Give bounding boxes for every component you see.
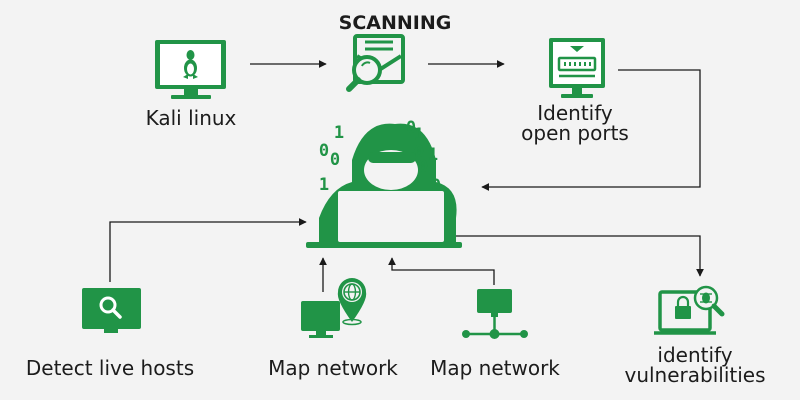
bit-digit: 0	[414, 142, 424, 162]
bit-digit: 0	[319, 141, 329, 161]
bit-digit: 1	[319, 175, 329, 195]
bit-digit: 0	[406, 118, 416, 138]
diagram-title: SCANNING	[338, 12, 452, 34]
map-network-label-2: Map network	[430, 356, 560, 380]
bit-digit: 1	[428, 145, 438, 165]
monitor-globe-pin-icon	[301, 278, 367, 338]
open-ports-label-line2: open ports	[521, 121, 629, 145]
detect-live-hosts-label: Detect live hosts	[25, 356, 195, 380]
kali-linux-label: Kali linux	[145, 106, 237, 130]
penguin-icon	[183, 50, 198, 79]
bit-digit: 1	[414, 125, 424, 145]
map-network-label-1: Map network	[268, 356, 398, 380]
arrow-hacker-to-vulns	[456, 235, 704, 277]
open-ports-label-line1: Identify	[537, 101, 613, 125]
bit-digit: 0	[431, 176, 441, 196]
email-magnifier-icon	[346, 34, 405, 92]
bug-monitor-icon	[654, 285, 725, 335]
bit-digit: 0	[330, 150, 340, 170]
arrow-ports-to-hacker	[481, 69, 701, 191]
arrow-map2-to-hacker	[388, 257, 495, 285]
vulnerabilities-label-line2: vulnerabilities	[624, 363, 766, 387]
port-monitor-icon	[549, 38, 605, 98]
vulnerabilities-label: identify vulnerabilities	[610, 345, 780, 385]
monitor-search-icon	[82, 288, 141, 333]
arrow-livehosts-to-hacker	[109, 218, 307, 282]
bit-digit: 1	[334, 123, 344, 143]
open-ports-label: Identify open ports	[505, 103, 645, 143]
bit-digit: 0	[418, 157, 428, 177]
vulnerabilities-label-line1: identify	[657, 343, 733, 367]
network-monitor-icon	[462, 289, 528, 339]
linux-monitor-icon	[155, 40, 226, 99]
connectors	[109, 60, 704, 292]
binary-digits: 1 0 0 0 1 1 0 1 0 0	[319, 118, 441, 196]
hacker-icon	[306, 123, 462, 248]
